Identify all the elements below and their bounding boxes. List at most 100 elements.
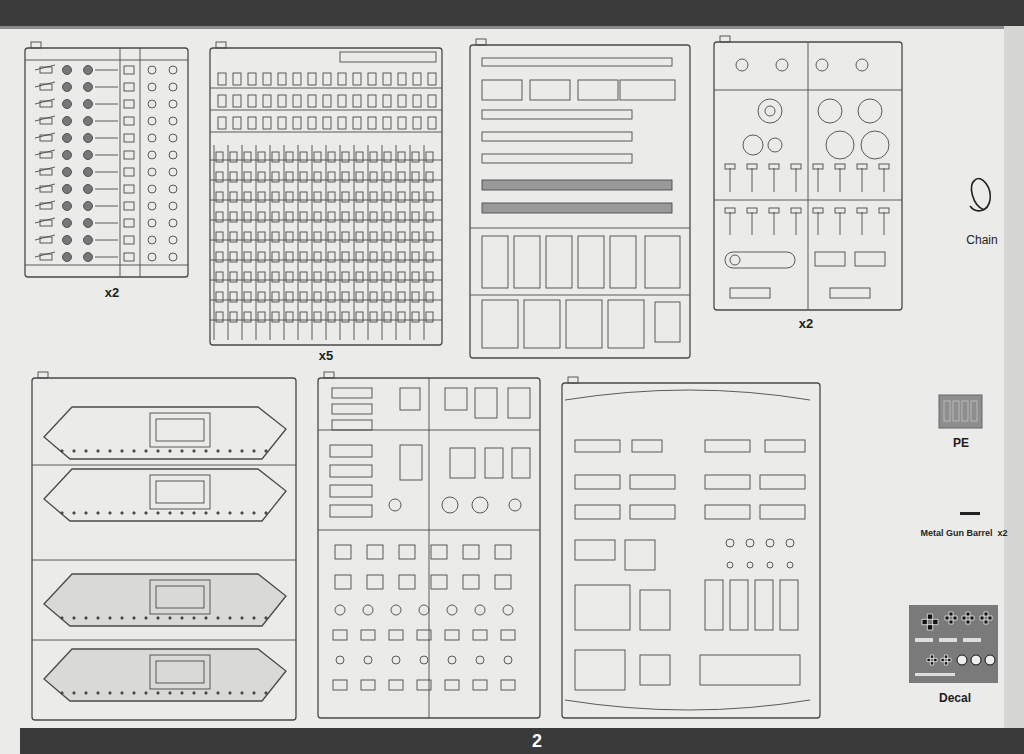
roller: [84, 117, 93, 126]
part: [760, 505, 805, 519]
part: [575, 475, 620, 489]
panel: [620, 80, 675, 100]
part: [730, 168, 731, 192]
rivet: [73, 692, 75, 694]
sprue-tab: [38, 372, 48, 378]
track-link: [356, 192, 363, 202]
roller: [169, 134, 177, 142]
iron-cross: [927, 655, 937, 665]
part: [508, 388, 530, 418]
rivet: [241, 512, 243, 514]
part: [124, 185, 134, 193]
part: [855, 252, 885, 266]
part: [40, 101, 52, 107]
rivet: [157, 512, 159, 514]
track-link: [230, 312, 237, 322]
part: [472, 497, 488, 513]
sprue-frame: [562, 383, 820, 718]
part: [400, 388, 420, 410]
track-link: [384, 152, 391, 162]
roller: [84, 185, 93, 194]
rivet: [61, 692, 63, 694]
track-link: [300, 172, 307, 182]
part: [336, 656, 344, 664]
rivet: [181, 512, 183, 514]
track-link: [216, 292, 223, 302]
track-link: [244, 312, 251, 322]
part: [473, 680, 487, 690]
part: [40, 254, 52, 260]
track-link: [384, 272, 391, 282]
track-link: [342, 152, 349, 162]
rivet: [97, 692, 99, 694]
ring: [727, 562, 733, 568]
rivet: [121, 692, 123, 694]
part: [705, 475, 750, 489]
track-link: [370, 252, 377, 262]
track-plate: [368, 117, 376, 129]
part: [725, 164, 735, 169]
roller: [148, 100, 156, 108]
decal-marking: [915, 673, 955, 676]
track-link: [328, 192, 335, 202]
hull-hatch: [156, 419, 204, 441]
track-link: [356, 152, 363, 162]
part: [736, 59, 748, 71]
track-plate: [353, 73, 361, 85]
ring: [746, 539, 754, 547]
part: [504, 656, 512, 664]
part: [124, 117, 134, 125]
hull-side: [44, 469, 286, 521]
part: [445, 388, 467, 410]
track-link: [272, 252, 279, 262]
part: [796, 168, 797, 192]
track-link: [398, 292, 405, 302]
track-link: [328, 152, 335, 162]
roller: [84, 253, 93, 262]
track-link: [230, 272, 237, 282]
rivet: [85, 512, 87, 514]
rivet: [169, 617, 171, 619]
part: [40, 67, 52, 73]
runner: [95, 104, 118, 105]
track-link: [398, 252, 405, 262]
part-label: Metal Gun Barrel x2: [920, 529, 1007, 539]
track-link: [384, 172, 391, 182]
rivet: [265, 512, 267, 514]
part: [879, 208, 889, 213]
track-link: [244, 192, 251, 202]
track-plate: [413, 73, 421, 85]
roller: [148, 219, 156, 227]
part: [640, 590, 670, 630]
part: [431, 575, 447, 589]
track-plate: [413, 95, 421, 107]
track-plate: [308, 95, 316, 107]
wheel: [758, 99, 782, 123]
track-link: [230, 152, 237, 162]
track-link: [342, 252, 349, 262]
part: [776, 59, 788, 71]
roller: [169, 219, 177, 227]
track-link: [272, 292, 279, 302]
track-link: [272, 212, 279, 222]
long-rail: [482, 180, 672, 190]
metal-barrel: [960, 512, 980, 515]
track-link: [300, 232, 307, 242]
roundel: [957, 655, 967, 665]
sprue-frame: [32, 378, 296, 720]
roller: [169, 151, 177, 159]
runner: [95, 189, 118, 190]
part: [417, 630, 431, 640]
rivet: [97, 512, 99, 514]
track-link: [216, 252, 223, 262]
sprocket: [743, 135, 763, 155]
hull-hatch: [150, 580, 210, 614]
roller: [63, 134, 72, 143]
armour-panel: [514, 236, 540, 288]
runner: [120, 48, 121, 277]
track-link: [370, 212, 377, 222]
rivet: [253, 450, 255, 452]
track-link: [272, 272, 279, 282]
rivet: [265, 692, 267, 694]
track-link: [230, 232, 237, 242]
